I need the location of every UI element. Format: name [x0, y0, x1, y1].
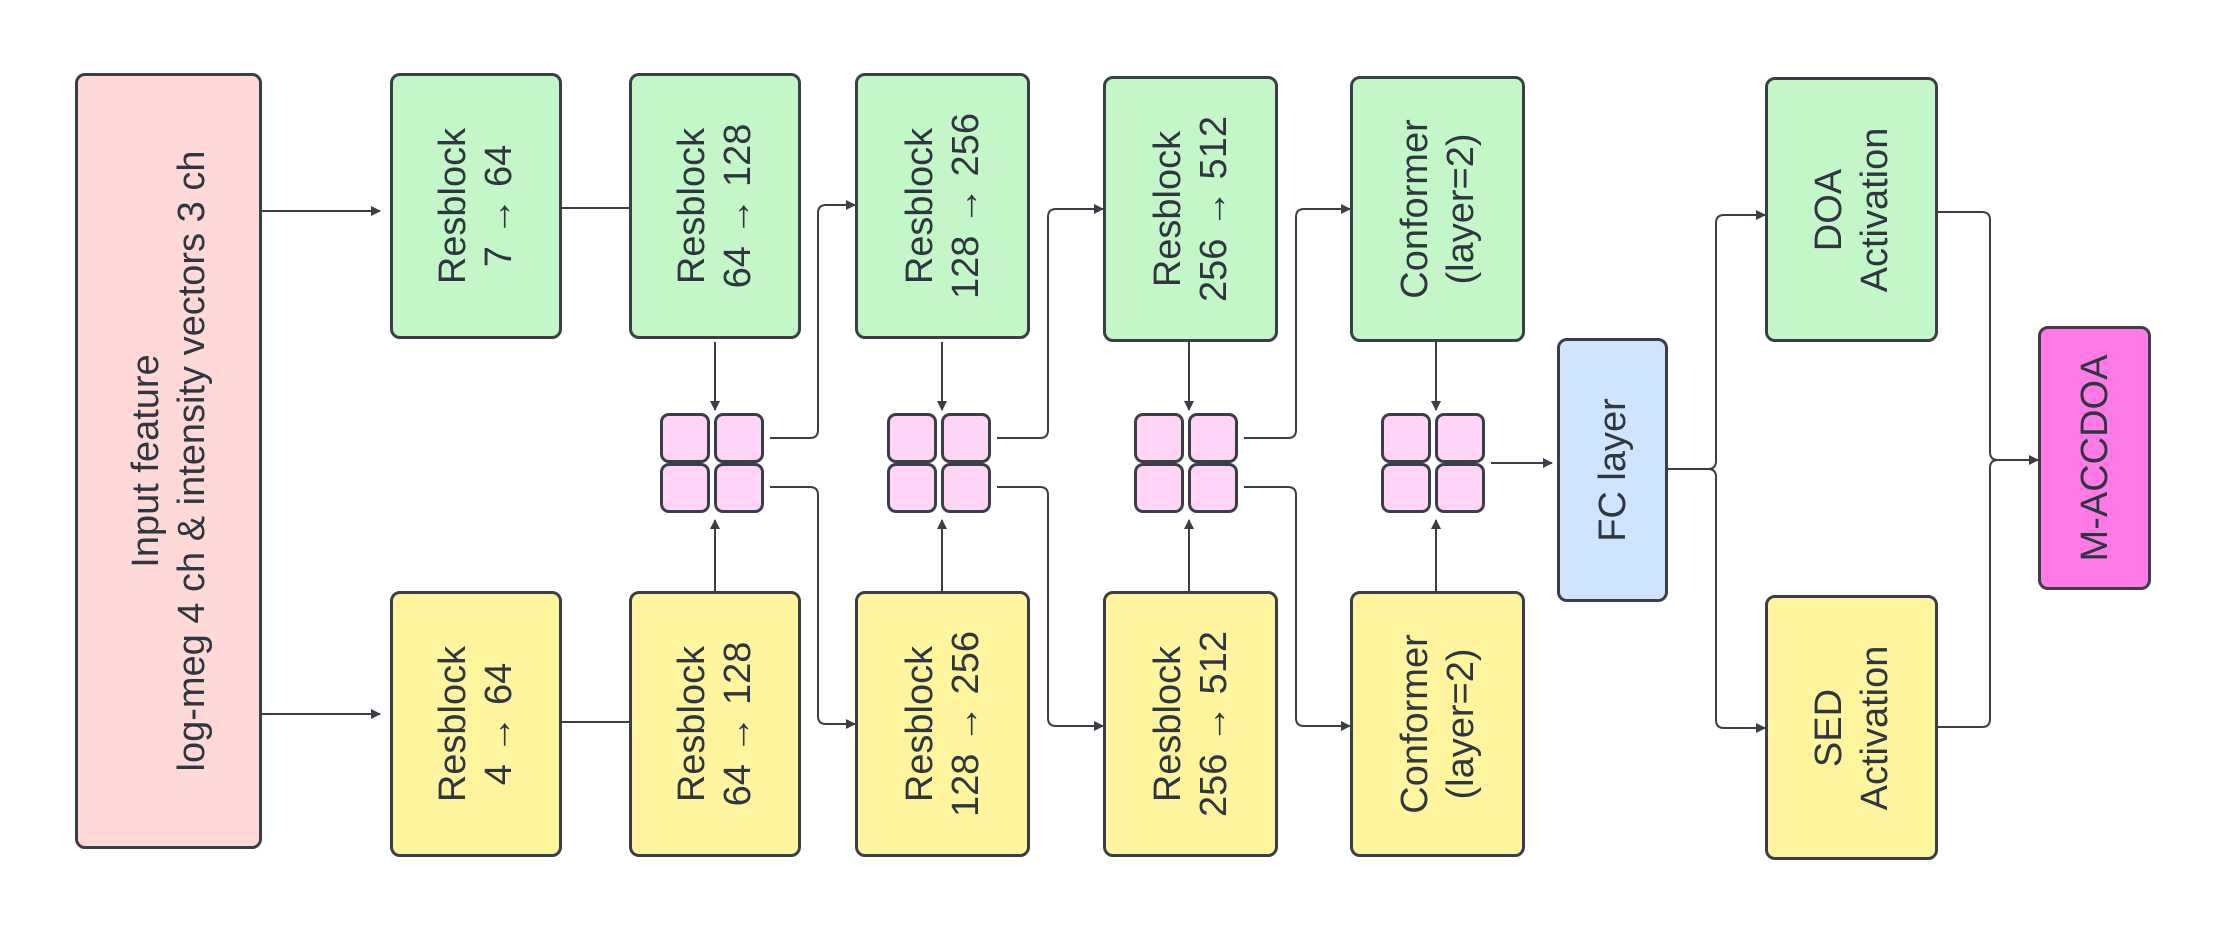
edge-cs3-to-top5 [1244, 204, 1351, 439]
edge-sed-to-output [1938, 459, 2038, 728]
cross-stitch-cell [887, 413, 937, 463]
top-resblock-4-channels: 256 → 512 [1192, 116, 1235, 302]
edge-cs3-to-bottom5 [1244, 486, 1351, 731]
top-conformer-label: Conformer [1393, 119, 1436, 299]
bottom-conformer: Conformer(layer=2) [1350, 591, 1525, 857]
cross-stitch-cell [1381, 413, 1431, 463]
bottom-resblock-1-label: Resblock [432, 645, 474, 803]
top-conformer-layers: (layer=2) [1439, 133, 1482, 285]
bottom-resblock-2-channels: 64 → 128 [717, 641, 759, 807]
cross-stitch-cell [1435, 413, 1485, 463]
top-conformer: Conformer(layer=2) [1350, 76, 1525, 342]
cross-stitch-cell [660, 413, 710, 463]
bottom-conformer-label: Conformer [1393, 634, 1436, 814]
edge-cs2-to-top4 [997, 204, 1104, 439]
bottom-resblock-3-channels: 128 → 256 [944, 631, 987, 817]
doa-activation-sub: Activation [1853, 127, 1896, 292]
cross-stitch-cell [1435, 463, 1485, 513]
doa-activation-title: DOA [1807, 168, 1850, 251]
edge-cs1-to-top3 [770, 200, 856, 439]
bottom-resblock-2-label: Resblock [671, 645, 713, 803]
sed-activation-title: SED [1807, 688, 1850, 767]
bottom-resblock-4-label: Resblock [1146, 645, 1189, 803]
cross-stitch-cell [660, 463, 710, 513]
m-accdoa-output-label: M-ACCDOA [2073, 354, 2116, 562]
bottom-resblock-4-channels: 256 → 512 [1192, 631, 1235, 817]
edge-fc-to-sed [1668, 468, 1766, 733]
input-feature-detail: log-meg 4 ch & intensity vectors 3 ch [170, 150, 213, 772]
edge-fc-to-doa [1668, 210, 1766, 470]
fc-layer-label: FC layer [1591, 398, 1634, 542]
top-resblock-3-channels: 128 → 256 [944, 113, 987, 299]
edge-doa-to-output [1938, 211, 2039, 465]
top-resblock-1-channels: 7 → 64 [478, 144, 520, 268]
sed-activation-sub: Activation [1853, 645, 1896, 810]
cross-stitch-cell [1188, 463, 1238, 513]
edge-cs1-to-bottom3 [770, 486, 856, 729]
bottom-conformer-layers: (layer=2) [1439, 648, 1482, 800]
top-resblock-3-label: Resblock [898, 127, 941, 285]
cross-stitch-cell [941, 463, 991, 513]
input-feature-title: Input feature [124, 354, 167, 568]
cross-stitch-cell [1134, 413, 1184, 463]
cross-stitch-cell [887, 463, 937, 513]
top-resblock-2-label: Resblock [671, 127, 713, 285]
cross-stitch-cell [1188, 413, 1238, 463]
top-resblock-1-label: Resblock [432, 127, 474, 285]
input-feature-box: Input feature log-meg 4 ch & intensity v… [75, 73, 262, 849]
cross-stitch-cell [1381, 463, 1431, 513]
m-accdoa-output-box: M-ACCDOA [2038, 326, 2151, 590]
edge-cs2-to-bottom4 [997, 486, 1104, 731]
bottom-resblock-1-channels: 4 → 64 [478, 662, 520, 786]
top-resblock-4-label: Resblock [1146, 130, 1189, 288]
cross-stitch-cell [1134, 463, 1184, 513]
top-resblock-2-channels: 64 → 128 [717, 123, 759, 289]
bottom-resblock-3-label: Resblock [898, 645, 941, 803]
cross-stitch-cell [941, 413, 991, 463]
cross-stitch-cell [714, 413, 764, 463]
cross-stitch-cell [714, 463, 764, 513]
fc-layer-box: FC layer [1557, 338, 1668, 602]
